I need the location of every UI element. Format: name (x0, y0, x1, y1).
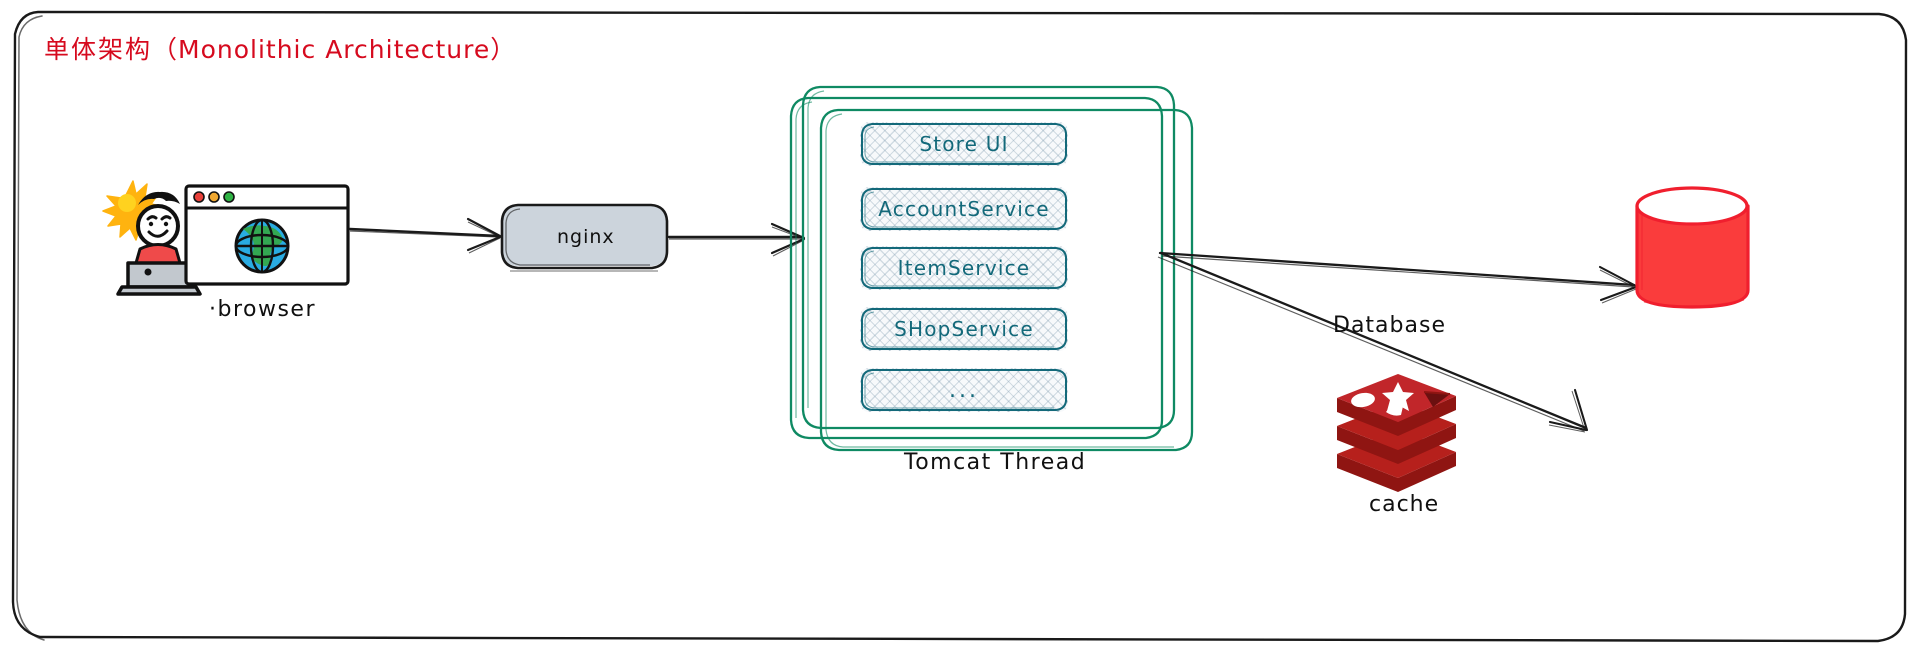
service-hatch-fill (860, 368, 1068, 412)
service-border (861, 247, 1067, 289)
service-box-shop-service[interactable]: SHopService (860, 307, 1068, 351)
service-label: SHopService (894, 317, 1034, 341)
service-box-item-service[interactable]: ItemService (860, 246, 1068, 290)
service-hatch-fill (860, 187, 1068, 231)
browser-dot-red (193, 191, 205, 203)
nginx-label: nginx (557, 226, 615, 248)
service-hatch-fill (860, 246, 1068, 290)
redis-glyph-ellipse (1351, 392, 1375, 408)
service-label: ItemService (897, 256, 1031, 280)
service-label: Store UI (919, 132, 1009, 156)
browser-dot-green (223, 191, 235, 203)
service-label: AccountService (878, 197, 1050, 221)
redis-slab-middle-side (1337, 424, 1456, 464)
tomcat-thread-label: Tomcat Thread (904, 450, 1087, 475)
globe-icon (234, 218, 290, 274)
person-torso (134, 243, 182, 265)
person-hair (138, 191, 180, 205)
nginx-box-fill (503, 206, 666, 266)
service-hatch-fill (860, 122, 1068, 166)
tomcat-container-front (819, 108, 1194, 452)
tomcat-container-back (789, 96, 1164, 440)
service-border (861, 123, 1067, 165)
service-border (861, 188, 1067, 230)
browser-dot-yellow (208, 191, 220, 203)
redis-glyph-star (1382, 382, 1414, 411)
redis-slab-top-side (1337, 396, 1456, 436)
redis-glyph-leaf (1386, 401, 1404, 416)
title-en: （Monolithic Architecture） (152, 35, 517, 64)
service-box-account-service[interactable]: AccountService (860, 187, 1068, 231)
service-border (861, 308, 1067, 350)
page-title: 单体架构（Monolithic Architecture） (44, 30, 516, 66)
service-box-store-ui[interactable]: Store UI (860, 122, 1068, 166)
cache-label: cache (1369, 492, 1440, 517)
redis-slab-bottom-side (1337, 452, 1456, 492)
service-hatch-fill (860, 307, 1068, 351)
database-label: Database (1333, 313, 1446, 338)
service-label: ... (949, 377, 979, 403)
service-border (861, 369, 1067, 411)
service-box-more[interactable]: ... (860, 368, 1068, 412)
title-cjk: 单体架构 (44, 35, 153, 64)
browser-label: ·browser (209, 297, 317, 322)
tomcat-container-middle (801, 85, 1176, 430)
redis-glyph-triangle (1424, 392, 1450, 407)
